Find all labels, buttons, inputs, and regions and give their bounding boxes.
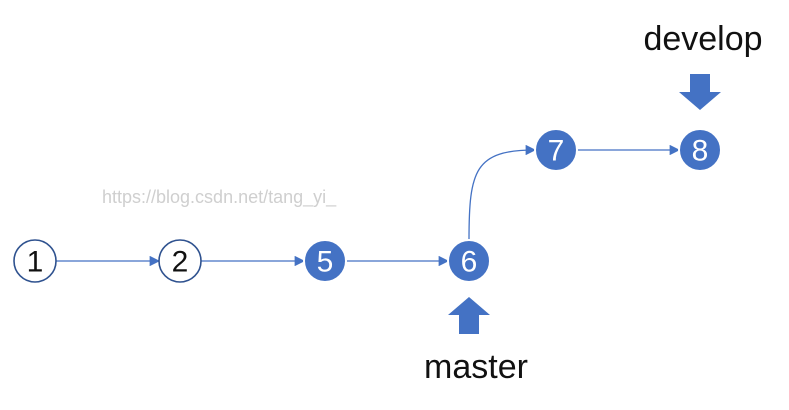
commit-node-2[interactable]: 2 — [158, 239, 202, 283]
commit-label: 2 — [172, 246, 189, 279]
commit-label: 7 — [548, 135, 565, 168]
commit-label: 1 — [27, 246, 44, 279]
edge-c6-c7 — [468, 144, 537, 241]
branch-develop: develop — [643, 20, 763, 110]
commit-nodes: 1 2 5 6 7 8 — [13, 128, 722, 283]
commit-circle — [303, 239, 347, 283]
commit-label: 5 — [317, 246, 334, 279]
commit-label: 8 — [692, 135, 709, 168]
commit-label: 6 — [461, 246, 478, 279]
commit-circle — [13, 239, 57, 283]
commit-edges — [56, 144, 681, 267]
arrow-down-icon — [679, 74, 721, 110]
watermark-url: https://blog.csdn.net/tang_yi_ — [102, 187, 337, 208]
commit-node-6[interactable]: 6 — [447, 239, 491, 283]
commit-node-8[interactable]: 8 — [678, 128, 722, 172]
commit-circle — [534, 128, 578, 172]
branch-label-master: master — [424, 348, 528, 386]
branch-master: master — [424, 297, 528, 386]
commit-node-5[interactable]: 5 — [303, 239, 347, 283]
branch-pointers: develop master — [424, 20, 763, 386]
commit-circle — [678, 128, 722, 172]
commit-circle — [158, 239, 202, 283]
commit-node-7[interactable]: 7 — [534, 128, 578, 172]
arrow-up-icon — [448, 297, 490, 334]
commit-circle — [447, 239, 491, 283]
commit-node-1[interactable]: 1 — [13, 239, 57, 283]
branch-label-develop: develop — [643, 20, 762, 58]
